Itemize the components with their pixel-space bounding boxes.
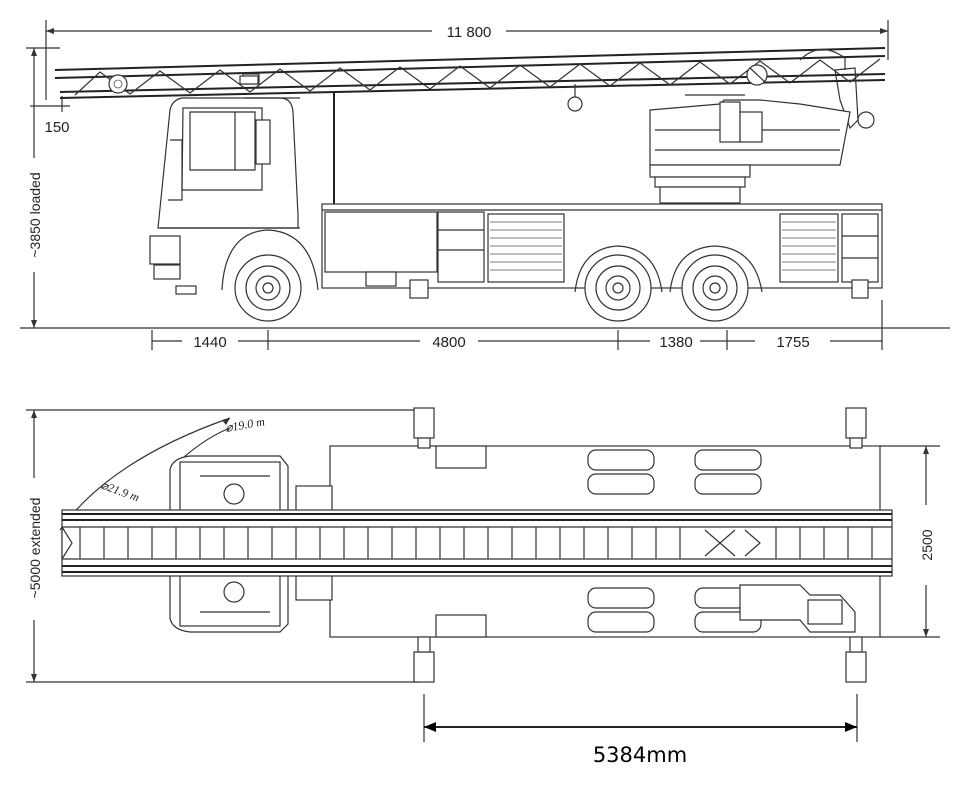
dim-tandem-label: 1380 (659, 334, 692, 351)
radius-21-label: ⌀21.9 m (99, 478, 142, 505)
overall-length-dimension: 11 800 (45, 20, 889, 100)
roller-shutter-rear (782, 221, 836, 271)
height-dimension: ~3850 loaded (26, 47, 60, 328)
body-width-label: 2500 (919, 529, 935, 560)
outrigger-span-dimension: 5384mm (423, 694, 858, 767)
outrigger-span-label: 5384mm (593, 743, 687, 767)
body-width-dimension: 2500 (880, 445, 940, 638)
front-overhang-label: 150 (44, 119, 69, 136)
extended-width-label: ~5000 extended (27, 498, 43, 599)
front-overhang-dimension: 150 (30, 96, 70, 136)
height-label: ~3850 loaded (27, 172, 43, 257)
ladder-top (61, 509, 893, 577)
outriggers (413, 407, 867, 683)
ladder-truss (54, 47, 886, 130)
middle-wheel (574, 245, 663, 322)
dim-front-overhang-label: 1440 (193, 334, 226, 351)
side-view: 11 800 150 ~3850 loaded (20, 20, 950, 351)
overall-length-label: 11 800 (447, 24, 492, 41)
turntable (649, 94, 851, 204)
roller-shutter-front (490, 221, 562, 271)
extended-width-dimension: ~5000 extended (26, 409, 420, 683)
radius-19-label: ⌀19.0 m (224, 414, 266, 435)
dim-wheelbase-label: 4800 (432, 334, 465, 351)
axle-dimensions: 1440 4800 1380 1755 (151, 300, 883, 351)
dim-rear-overhang-label: 1755 (776, 334, 809, 351)
top-view: ~5000 extended 2500 ⌀19.0 m ⌀21.9 m (26, 407, 940, 767)
front-wheel (221, 229, 319, 322)
cab (149, 75, 300, 295)
rear-wheel (669, 245, 763, 322)
